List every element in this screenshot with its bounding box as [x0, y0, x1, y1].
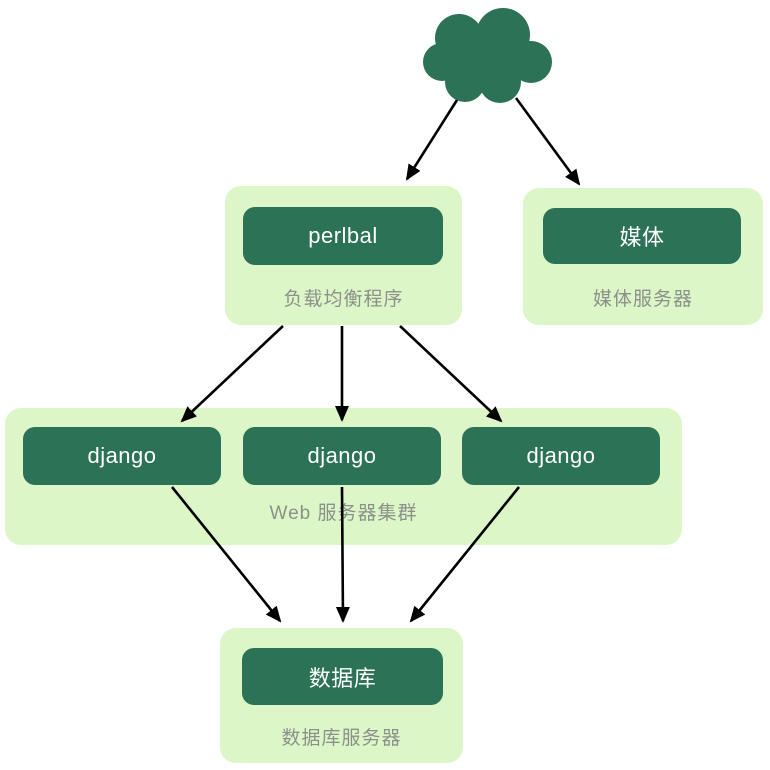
database-node-label: 数据库	[308, 665, 377, 691]
web-cluster-caption: Web 服务器集群	[269, 503, 418, 524]
perlbal-node: perlbal	[243, 207, 443, 265]
web-cluster-group: django django django Web 服务器集群	[5, 408, 682, 545]
load-balancer-caption: 负载均衡程序	[283, 289, 404, 310]
django-node-3: django	[462, 427, 660, 485]
arrow-cloud-to-loadbalancer	[405, 99, 459, 181]
media-node-label: 媒体	[619, 225, 665, 250]
media-server-caption: 媒体服务器	[592, 289, 693, 310]
django-node-2: django	[243, 427, 441, 485]
arrow-cloud-to-media	[514, 97, 581, 186]
django-node-1: django	[23, 427, 221, 485]
arrow-loadbalancer-to-django3	[399, 325, 503, 423]
django-node-2-label: django	[307, 443, 377, 468]
perlbal-node-label: perlbal	[308, 223, 378, 248]
database-group: 数据库 数据库服务器	[220, 628, 463, 763]
database-node: 数据库	[242, 648, 443, 705]
database-caption: 数据库服务器	[281, 728, 402, 749]
cloud-icon	[423, 8, 552, 103]
media-server-group: 媒体 媒体服务器	[523, 188, 763, 325]
media-node: 媒体	[543, 208, 741, 264]
django-node-1-label: django	[87, 443, 157, 468]
django-node-3-label: django	[526, 443, 596, 468]
load-balancer-group: perlbal 负载均衡程序	[225, 186, 462, 325]
arrow-loadbalancer-to-django1	[180, 325, 284, 423]
